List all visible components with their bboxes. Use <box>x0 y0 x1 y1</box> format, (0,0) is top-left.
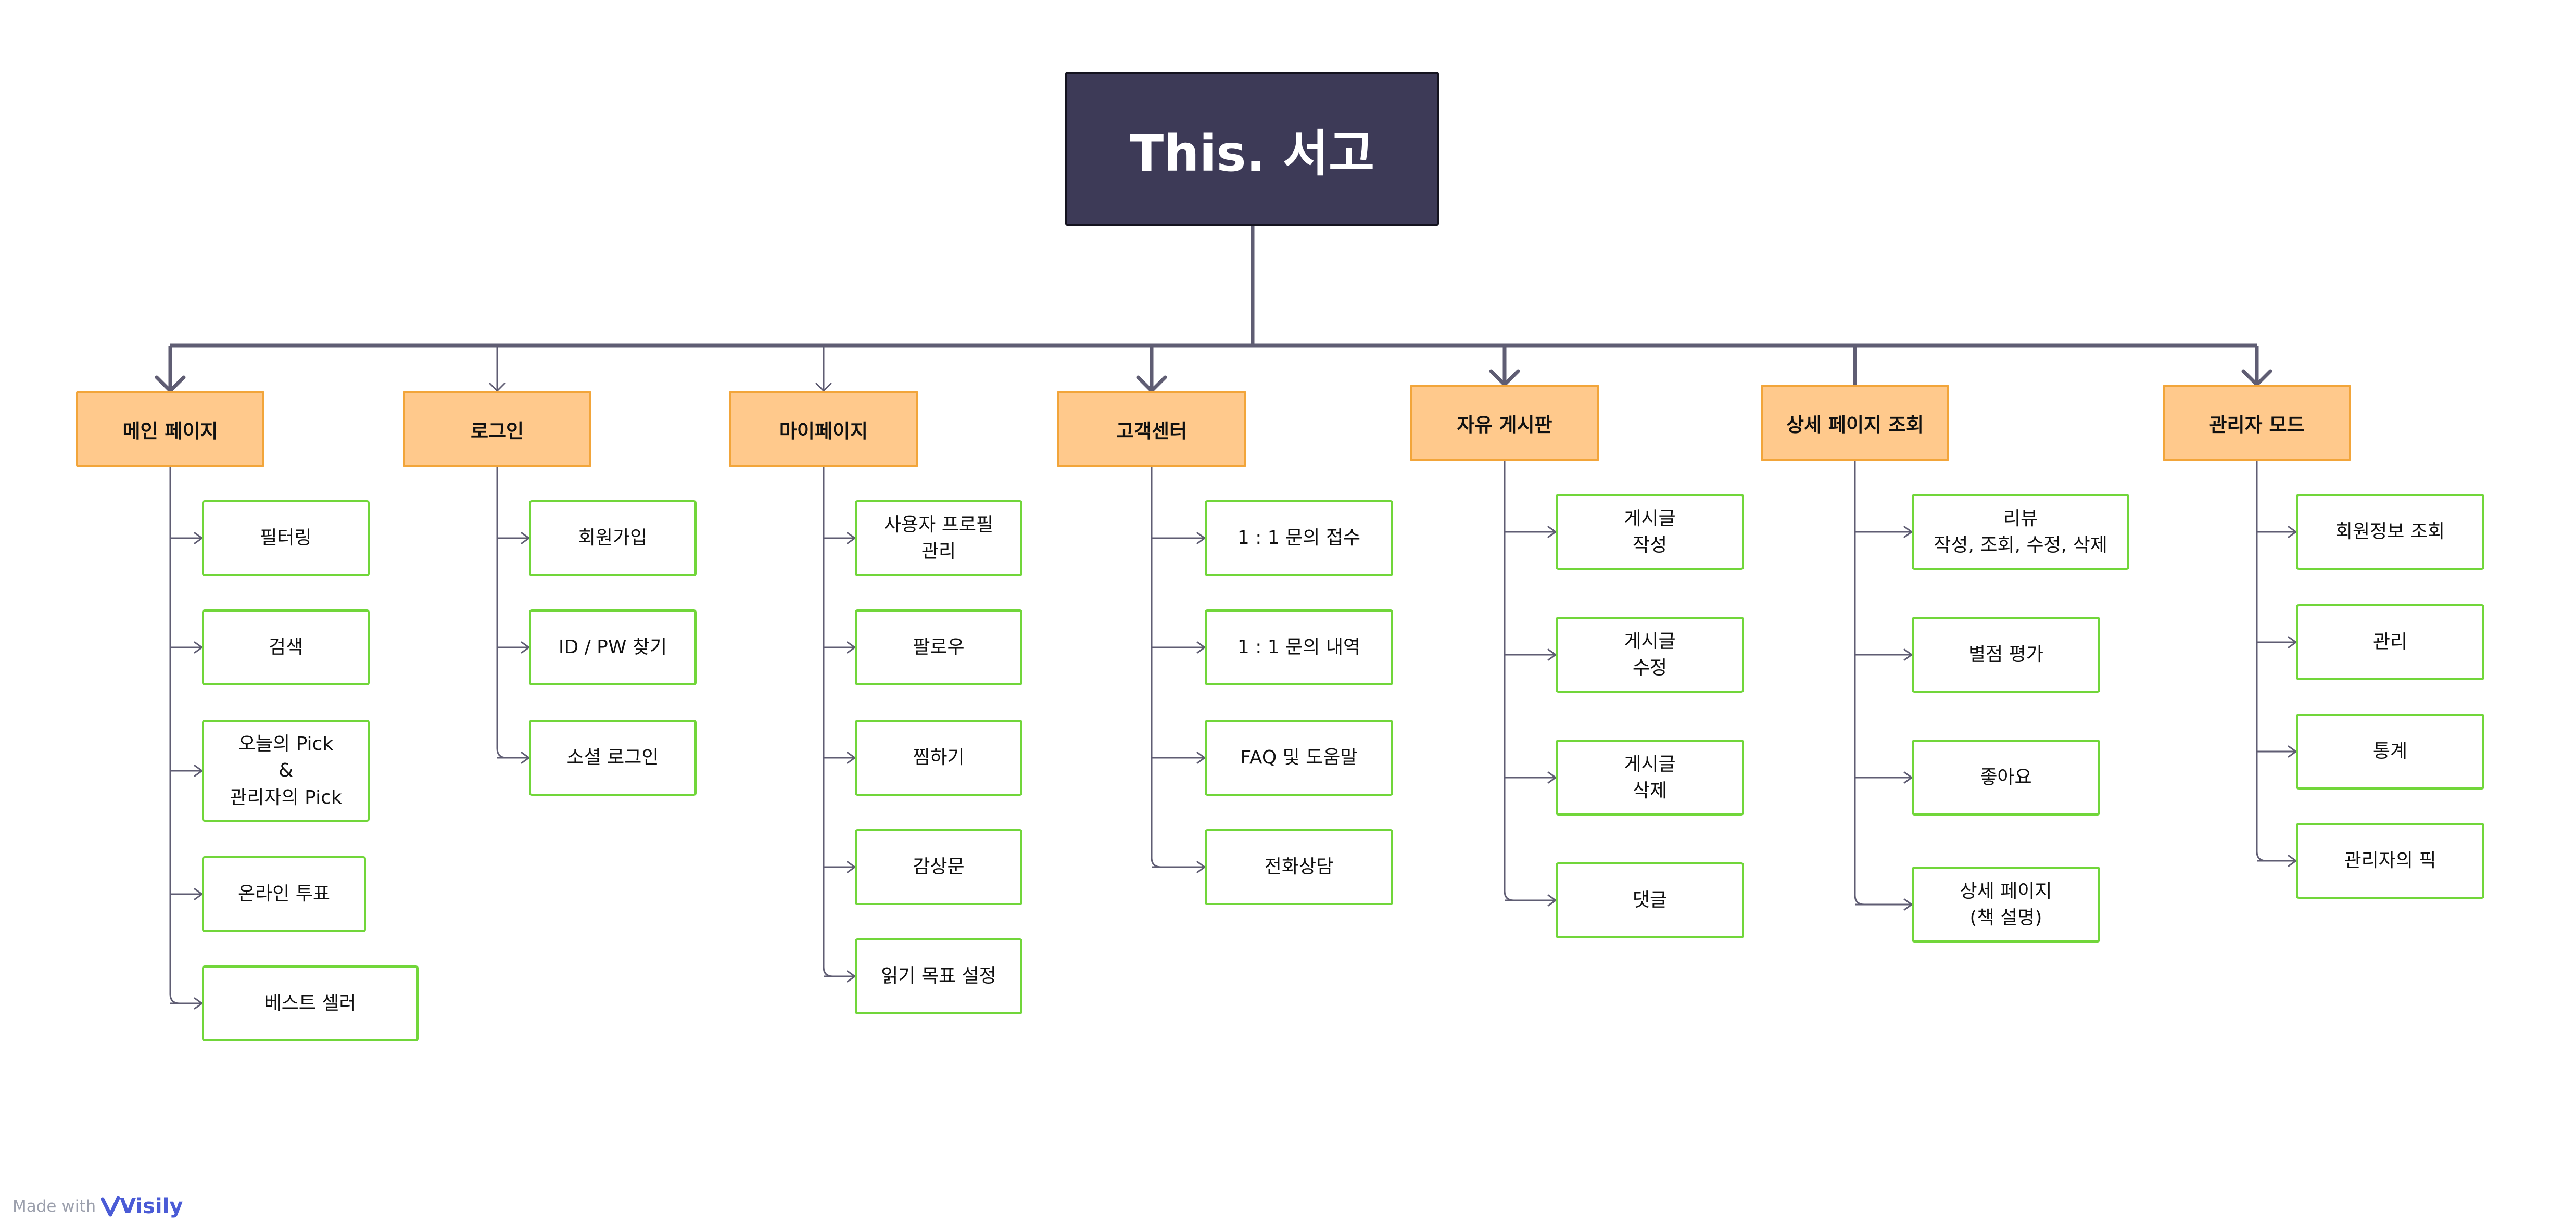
feature-node: 감상문 <box>855 829 1022 905</box>
feature-node: 베스트 셀러 <box>202 965 419 1041</box>
feature-node: 검색 <box>202 609 370 685</box>
feature-node: 온라인 투표 <box>202 856 366 932</box>
feature-node: 게시글 수정 <box>1556 617 1744 693</box>
feature-node: 필터링 <box>202 500 370 576</box>
child-spine-line <box>1504 461 1514 901</box>
made-with-badge[interactable]: Made with Visily <box>12 1191 183 1222</box>
feature-node: 리뷰 작성, 조회, 수정, 삭제 <box>1912 494 2129 570</box>
category-node: 로그인 <box>403 391 591 467</box>
feature-node: 별점 평가 <box>1912 617 2100 693</box>
feature-node: 관리 <box>2296 604 2484 680</box>
feature-node: 상세 페이지 (책 설명) <box>1912 867 2100 943</box>
child-spine-line <box>169 467 180 1004</box>
feature-node: 게시글 작성 <box>1556 494 1744 570</box>
category-node: 마이페이지 <box>729 391 918 467</box>
category-node: 메인 페이지 <box>76 391 264 467</box>
child-spine-line <box>1854 461 1865 906</box>
brand-name: Visily <box>120 1194 183 1218</box>
child-spine-line <box>1151 467 1161 868</box>
feature-node: 오늘의 Pick & 관리자의 Pick <box>202 720 370 822</box>
feature-node: 회원가입 <box>529 500 697 576</box>
visily-v-icon <box>101 1196 120 1217</box>
category-node: 고객센터 <box>1057 391 1246 467</box>
feature-node: 통계 <box>2296 714 2484 790</box>
category-node: 자유 게시판 <box>1410 385 1599 461</box>
feature-node: ID / PW 찾기 <box>529 609 697 685</box>
child-spine-line <box>2256 461 2267 862</box>
root-node: This. 서고 <box>1065 72 1439 226</box>
feature-node: 전화상담 <box>1205 829 1393 905</box>
feature-node: FAQ 및 도움말 <box>1205 720 1393 796</box>
category-node: 상세 페이지 조회 <box>1761 385 1949 461</box>
feature-node: 팔로우 <box>855 609 1022 685</box>
feature-node: 읽기 목표 설정 <box>855 938 1022 1014</box>
feature-node: 소셜 로그인 <box>529 720 697 796</box>
category-node: 관리자 모드 <box>2163 385 2351 461</box>
feature-node: 1 : 1 문의 내역 <box>1205 609 1393 685</box>
feature-node: 회원정보 조회 <box>2296 494 2484 570</box>
feature-node: 댓글 <box>1556 862 1744 938</box>
feature-node: 찜하기 <box>855 720 1022 796</box>
child-spine-line <box>823 467 834 977</box>
brand-logo: Visily <box>101 1194 183 1218</box>
feature-node: 사용자 프로필 관리 <box>855 500 1022 576</box>
feature-node: 관리자의 픽 <box>2296 823 2484 899</box>
child-spine-line <box>496 467 507 759</box>
feature-node: 게시글 삭제 <box>1556 740 1744 816</box>
feature-node: 좋아요 <box>1912 740 2100 816</box>
feature-node: 1 : 1 문의 접수 <box>1205 500 1393 576</box>
made-with-label: Made with <box>12 1197 96 1216</box>
